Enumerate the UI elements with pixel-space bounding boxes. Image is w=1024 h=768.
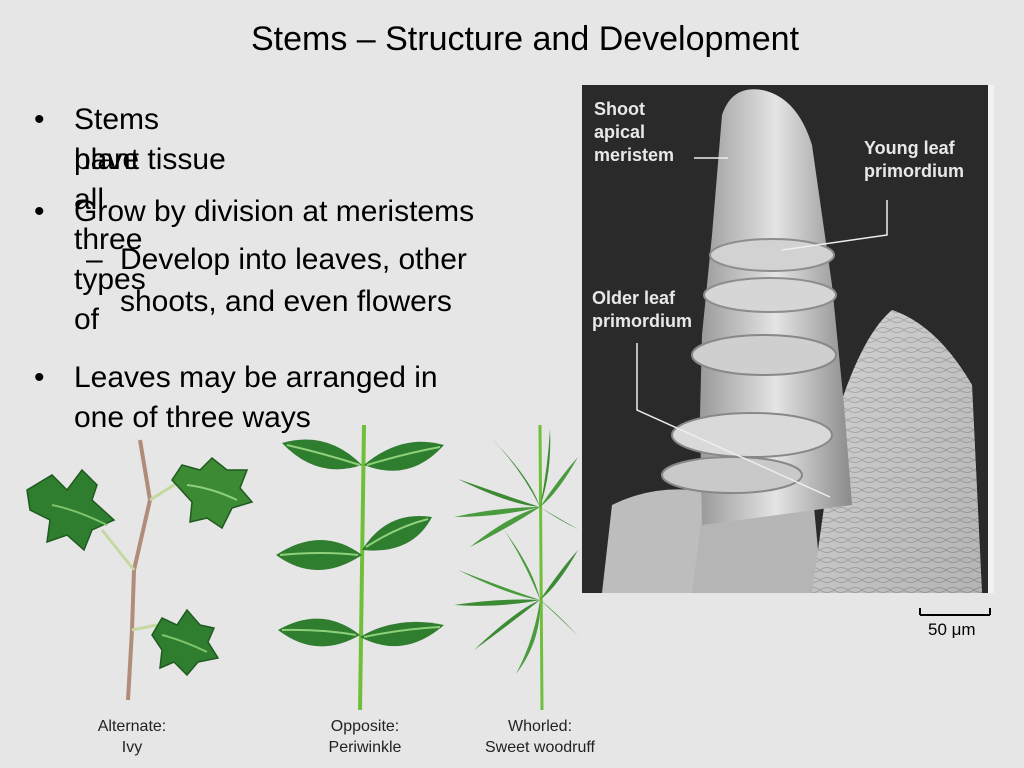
bullet-line: one of three ways	[74, 401, 311, 434]
caption-alternate-type: Alternate:	[97, 718, 167, 735]
periwinkle-opposite-illustration	[276, 425, 444, 710]
caption-alternate-plant: Ivy	[121, 739, 143, 756]
scale-bar-label: 50 μm	[928, 620, 976, 639]
label-shoot-apical-meristem-1: Shoot	[594, 99, 645, 119]
caption-whorled: Whorled: Sweet woodruff	[470, 716, 610, 758]
bullet-marker: •	[34, 103, 45, 136]
caption-whorled-plant: Sweet woodruff	[485, 739, 595, 756]
bullet-marker: •	[34, 361, 45, 394]
bullet-line: Stems have all three types of	[74, 103, 160, 336]
bullet-line: shoots, and even flowers	[120, 285, 452, 318]
caption-opposite: Opposite: Periwinkle	[305, 716, 425, 758]
label-shoot-apical-meristem-2: apical	[594, 122, 645, 142]
caption-opposite-plant: Periwinkle	[328, 739, 402, 756]
bullet-line: Grow by division at meristems	[74, 195, 475, 228]
micrograph-image: Shoot apical meristem Young leaf primord…	[582, 85, 994, 593]
shoot-micrograph: Shoot apical meristem Young leaf primord…	[582, 85, 994, 593]
caption-opposite-type: Opposite:	[330, 718, 400, 735]
ivy-alternate-illustration	[26, 439, 254, 701]
caption-alternate: Alternate: Ivy	[72, 716, 192, 758]
label-shoot-apical-meristem-3: meristem	[594, 145, 674, 165]
label-older-leaf-primordium-1: Older leaf	[592, 288, 676, 308]
label-young-leaf-primordium-2: primordium	[864, 161, 964, 181]
slide-title: Stems – Structure and Development	[250, 20, 800, 58]
caption-whorled-type: Whorled:	[507, 718, 573, 735]
scale-bar	[919, 608, 991, 616]
bullet-marker: •	[34, 195, 45, 228]
label-young-leaf-primordium-1: Young leaf	[864, 138, 956, 158]
bullet-line: Develop into leaves, other	[120, 243, 467, 276]
label-older-leaf-primordium-2: primordium	[592, 311, 692, 331]
bullet-line: Leaves may be arranged in	[74, 361, 438, 394]
bullet-line: plant tissue	[74, 143, 226, 176]
woodruff-whorled-illustration	[454, 425, 578, 710]
sub-bullet-marker: –	[86, 243, 103, 276]
